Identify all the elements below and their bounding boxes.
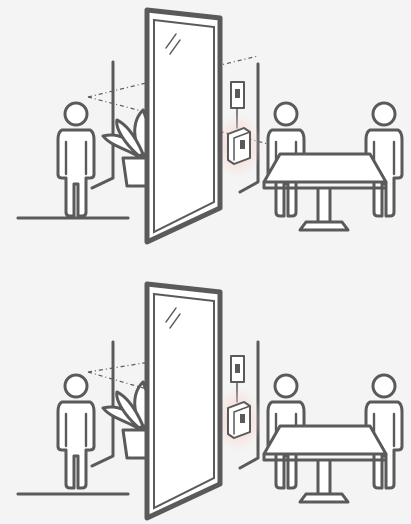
bottom-scene (18, 284, 402, 518)
wall-switch-icon (231, 356, 244, 382)
person-icon (58, 375, 94, 488)
door-frame-icon (147, 10, 220, 242)
wall-switch-icon (231, 82, 244, 108)
top-scene (18, 10, 402, 242)
person-icon (58, 103, 94, 216)
door-frame-icon (147, 284, 220, 518)
sight-line-upper (88, 362, 150, 372)
